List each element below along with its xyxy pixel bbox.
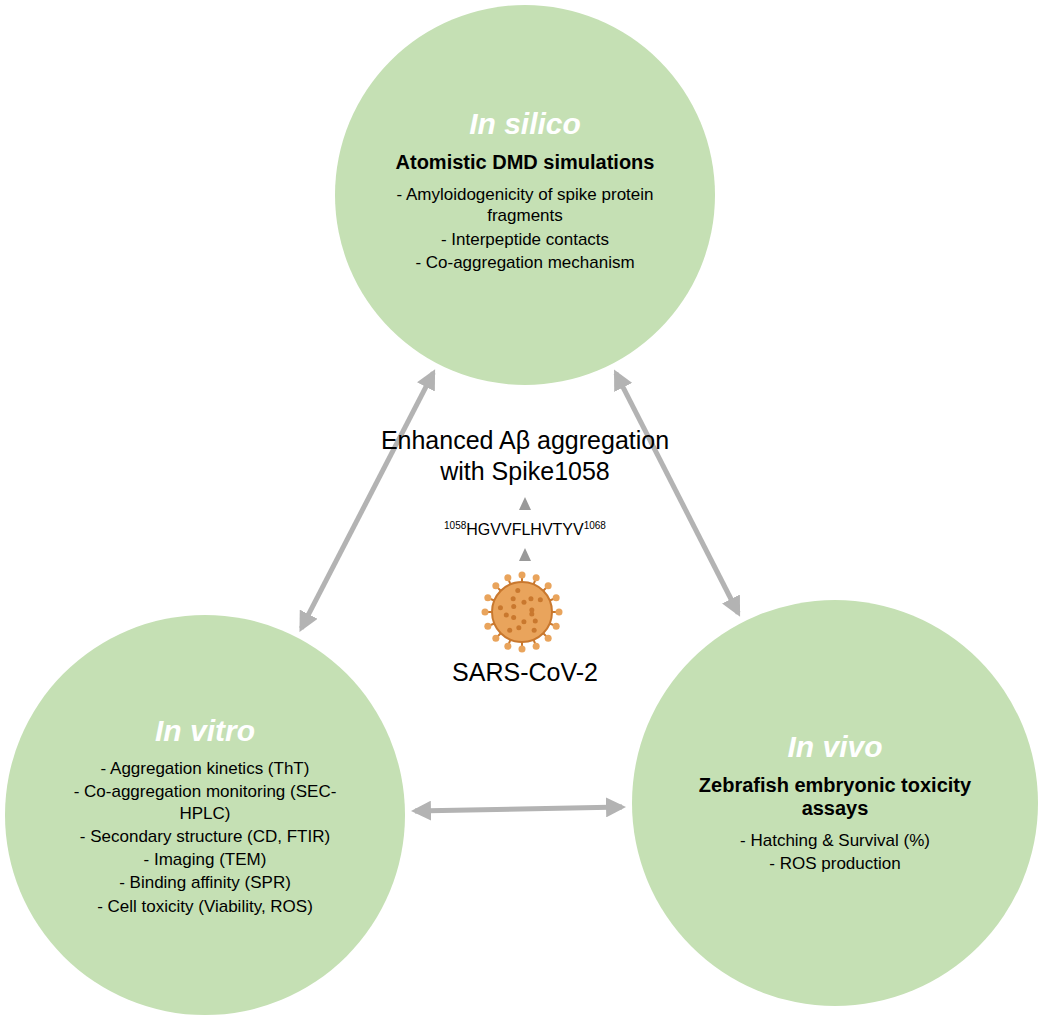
virus-spike-tip: [553, 623, 560, 630]
circle-title: In vitro: [155, 714, 255, 748]
sequence-label: 1058HGVVFLHVTYV1068: [375, 520, 675, 539]
method-circle: In silicoAtomistic DMD simulations - Amyl…: [335, 5, 715, 385]
virus-spike-tip: [482, 609, 489, 616]
virus-texture: [516, 625, 521, 630]
pointer-triangle: [519, 548, 531, 561]
bullet-item: - Imaging (TEM): [144, 849, 267, 870]
method-circle: In vivoZebrafish embryonic toxicity assa…: [632, 600, 1038, 1006]
virus-spike-tip: [492, 582, 499, 589]
virus-spike-tip: [545, 582, 552, 589]
circle-heading: Zebrafish embryonic toxicity assays: [690, 774, 980, 820]
peptide-sequence: HGVVFLHVTYV: [466, 521, 583, 538]
virus-spike-tip: [504, 643, 511, 650]
bullet-item: - Interpeptide contacts: [441, 229, 609, 250]
bullet-item: - Co-aggregation mechanism: [415, 252, 634, 273]
virus-texture: [498, 605, 503, 610]
virus-spike-tip: [533, 643, 540, 650]
virus-texture: [504, 613, 509, 618]
circle-content: In silicoAtomistic DMD simulations - Amyl…: [335, 85, 715, 275]
bullet-item: - Co-aggregation monitoring (SEC-HPLC): [65, 781, 345, 824]
virus-texture: [507, 628, 512, 633]
virus-texture: [521, 600, 526, 605]
virus-spike-tip: [519, 646, 526, 653]
circle-content: In vitro - Aggregation kinetics (ThT)- Co…: [5, 692, 405, 919]
virus-spike-tip: [519, 572, 526, 579]
virus-icon: [482, 572, 563, 653]
double-arrow: [301, 373, 433, 629]
virus-texture: [511, 615, 516, 620]
virus-spike-tip: [492, 635, 499, 642]
circle-title: In vivo: [787, 730, 882, 764]
residue-number: 1058: [444, 520, 466, 531]
bullet-item: - Amyloidogenicity of spike protein frag…: [395, 184, 655, 227]
virus-texture: [511, 596, 516, 601]
virus-spike-tip: [545, 635, 552, 642]
virus-texture: [528, 596, 533, 601]
virus-texture: [529, 608, 534, 613]
bullet-item: - ROS production: [769, 853, 900, 874]
circle-content: In vivoZebrafish embryonic toxicity assa…: [632, 710, 1038, 877]
virus-texture: [538, 597, 543, 602]
bullet-item: - Aggregation kinetics (ThT): [101, 758, 310, 779]
virus-texture: [533, 618, 538, 623]
virus-spike-tip: [484, 623, 491, 630]
virus-texture: [532, 628, 537, 633]
virus-spike-tip: [533, 574, 540, 581]
finding-label: Enhanced Aβ aggregation with Spike1058: [375, 425, 675, 488]
virus-texture: [511, 604, 516, 609]
virus-spike-tip: [556, 609, 563, 616]
circle-title: In silico: [469, 107, 581, 141]
bullet-item: - Hatching & Survival (%): [740, 830, 930, 851]
virus-texture: [515, 588, 520, 593]
bullet-item: - Secondary structure (CD, FTIR): [80, 826, 330, 847]
pointer-triangle: [519, 497, 531, 510]
virus-spike-tip: [504, 574, 511, 581]
bullet-item: - Cell toxicity (Viability, ROS): [97, 896, 313, 917]
method-circle: In vitro - Aggregation kinetics (ThT)- Co…: [5, 615, 405, 1015]
virus-texture: [521, 619, 526, 624]
residue-number: 1068: [584, 520, 606, 531]
bullet-item: - Binding affinity (SPR): [119, 872, 291, 893]
virus-spike-tip: [553, 594, 560, 601]
virus-body: [492, 582, 552, 642]
circle-heading: Atomistic DMD simulations: [396, 151, 655, 174]
virus-spike-tip: [484, 594, 491, 601]
virus-label: SARS-CoV-2: [375, 658, 675, 687]
double-arrow: [616, 373, 738, 613]
double-arrow: [415, 807, 622, 811]
